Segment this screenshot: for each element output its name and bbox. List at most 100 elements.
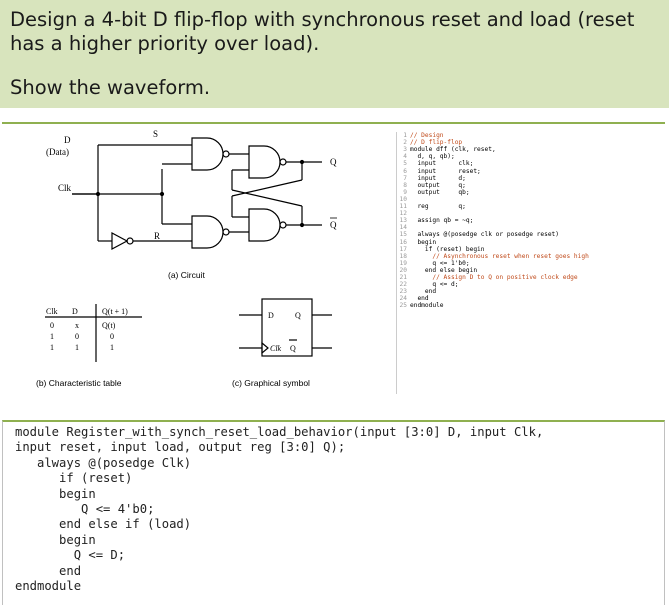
line-number: 15 (399, 231, 407, 239)
slide-title: Design a 4-bit D flip-flop with synchron… (10, 8, 635, 55)
code-line: 18 // Asynchronous reset when reset goes… (397, 253, 589, 260)
code-line: 8 output q; (397, 182, 466, 189)
code-line: 5 input clk; (397, 160, 473, 167)
code-line: 14 (397, 224, 410, 231)
caption-circuit: (a) Circuit (168, 270, 205, 280)
line-number: 25 (399, 302, 407, 310)
line-number: 5 (403, 160, 407, 168)
code-text: begin (410, 238, 437, 246)
table-cell: 0 (110, 332, 114, 341)
label-s: S (153, 129, 158, 139)
caption-table: (b) Characteristic table (36, 378, 122, 388)
code-line: 23 end (397, 288, 437, 296)
label-clk: Clk (58, 183, 72, 193)
symbol-q: Q (295, 311, 301, 320)
code-text: input d; (410, 174, 466, 182)
code-text: input clk; (410, 160, 474, 168)
code-text: d, q, qb); (410, 153, 455, 161)
code-text: end (410, 288, 437, 296)
label-r: R (154, 231, 160, 241)
code-line: 19 q <= 1'b0; (397, 260, 470, 267)
code-line: 21 // Assign D to Q on positive clock ed… (397, 274, 578, 281)
code-line: 7 input d; (397, 175, 466, 182)
code-text: module dff (clk, reset, (410, 146, 496, 154)
code-line: 11 reg q; (397, 203, 466, 210)
symbol-qbar: Q (290, 344, 296, 353)
code-text: output q; (410, 181, 466, 189)
code-text: // Assign D to Q on positive clock edge (410, 274, 578, 281)
figure-panel: D (Data) Clk S R Q Q Clk D Q(t + 1) 0 x … (2, 122, 667, 397)
line-number: 2 (403, 139, 407, 147)
line-number: 23 (399, 288, 407, 296)
verilog-code-text: module Register_with_synch_reset_load_be… (15, 425, 544, 594)
code-text: output qb; (410, 188, 470, 196)
code-text: if (reset) begin (410, 245, 485, 253)
slide-header: Design a 4-bit D flip-flop with synchron… (0, 0, 669, 108)
code-text: // D flip-flop (410, 139, 463, 147)
caption-symbol: (c) Graphical symbol (232, 378, 310, 388)
line-number: 13 (399, 217, 407, 225)
slide-subtitle: Show the waveform. (10, 76, 211, 99)
flip-flop-circuit-diagram: D (Data) Clk S R Q Q Clk D Q(t + 1) 0 x … (36, 129, 337, 388)
line-number: 8 (403, 181, 407, 189)
label-q: Q (330, 157, 337, 167)
table-header-d: D (72, 307, 78, 316)
line-number: 14 (399, 224, 407, 232)
table-cell: 1 (50, 343, 54, 352)
code-line: 17 if (reset) begin (397, 246, 485, 253)
line-number: 22 (399, 281, 407, 289)
symbol-d: D (268, 311, 274, 320)
code-text: // Design (410, 132, 444, 139)
table-cell: 1 (50, 332, 54, 341)
symbol-clk: Clk (270, 344, 282, 353)
table-cell: Q(t) (102, 321, 116, 330)
table-cell: 1 (110, 343, 114, 352)
code-text: // Asynchronous reset when reset goes hi… (410, 252, 589, 260)
code-line: 24 end (397, 295, 429, 302)
code-line: 10 (397, 196, 410, 203)
line-number: 16 (399, 238, 407, 246)
line-number: 20 (399, 266, 407, 274)
line-number: 3 (403, 146, 407, 154)
code-text: reg q; (410, 203, 466, 210)
line-number: 4 (403, 153, 407, 161)
line-number: 9 (403, 188, 407, 196)
line-number: 12 (399, 210, 407, 218)
table-header-q: Q(t + 1) (102, 307, 128, 316)
line-number: 19 (399, 259, 407, 267)
table-cell: 1 (75, 343, 79, 352)
code-line: 22 q <= d; (397, 281, 459, 289)
table-header-clk: Clk (46, 307, 58, 316)
line-number: 1 (403, 132, 407, 139)
code-line: 2// D flip-flop (397, 139, 462, 146)
code-line: 16 begin (397, 238, 437, 246)
table-cell: 0 (50, 321, 54, 330)
code-text: q <= d; (410, 281, 459, 289)
code-text: endmodule (410, 302, 444, 310)
code-line: 13 assign qb = ~q; (397, 217, 474, 225)
line-number: 21 (399, 274, 407, 281)
label-data: (Data) (46, 147, 69, 157)
line-number: 10 (399, 195, 407, 203)
code-text: end (410, 295, 429, 303)
line-number: 18 (399, 252, 407, 260)
table-cell: 0 (75, 332, 79, 341)
line-number: 17 (399, 245, 407, 253)
line-number: 24 (399, 295, 407, 303)
verilog-code-block: module Register_with_synch_reset_load_be… (2, 420, 665, 605)
code-line: 6 input reset; (397, 168, 481, 175)
label-d: D (64, 135, 71, 145)
code-text: always @(posedge clk or posedge reset) (410, 231, 560, 239)
line-number: 7 (403, 174, 407, 182)
code-text: q <= 1'b0; (410, 259, 470, 267)
table-cell: x (75, 321, 79, 330)
line-number: 6 (403, 167, 407, 175)
code-text: end else begin (410, 266, 478, 274)
code-line: 15 always @(posedge clk or posedge reset… (397, 231, 559, 238)
code-line: 12 (397, 210, 410, 217)
line-number: 11 (399, 203, 407, 210)
code-line: 4 d, q, qb); (397, 153, 455, 161)
